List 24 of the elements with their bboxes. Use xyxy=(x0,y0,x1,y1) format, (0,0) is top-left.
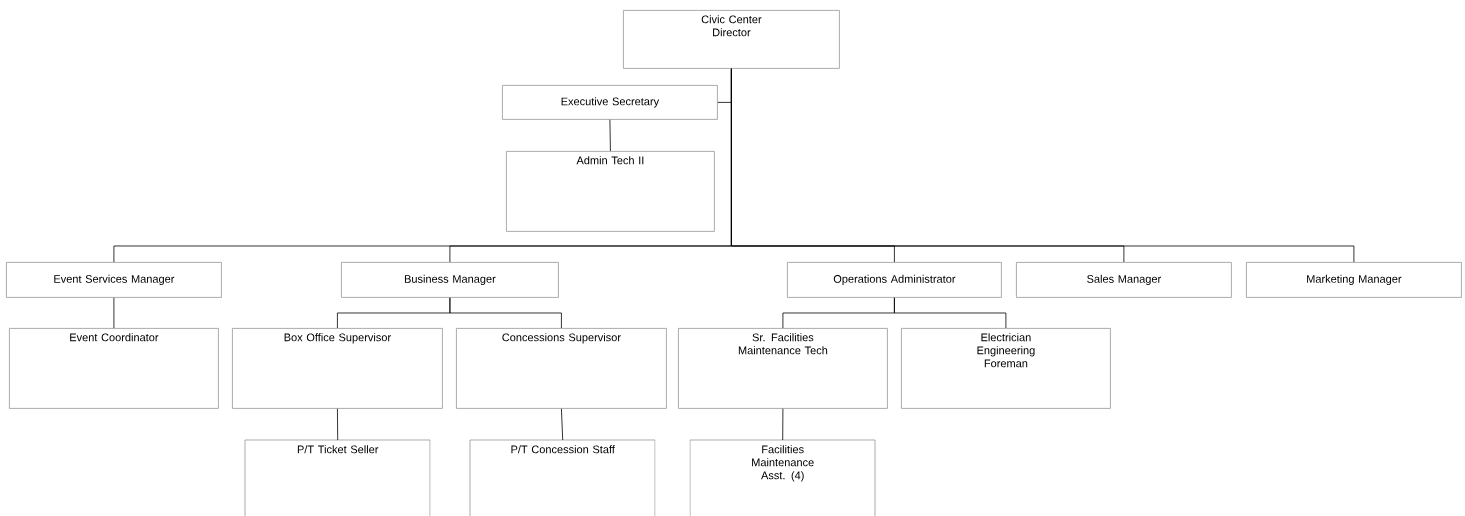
org-box: P/T Concession Staff xyxy=(469,439,656,516)
org-box: Operations Administrator xyxy=(787,262,1002,298)
connector-line xyxy=(731,68,1355,263)
org-box: Marketing Manager xyxy=(1246,262,1462,298)
connector-line xyxy=(609,119,611,152)
org-box: Concessions Supervisor xyxy=(456,328,667,409)
connector-line xyxy=(337,408,339,441)
org-box: Sales Manager xyxy=(1016,262,1232,298)
org-box: Facilities Maintenance Asst. (4) xyxy=(689,439,876,516)
org-box: Executive Secretary xyxy=(502,85,718,120)
org-box: Event Coordinator xyxy=(9,328,219,409)
connector-line xyxy=(894,297,1007,329)
org-box: Admin Tech II xyxy=(506,151,715,232)
org-box: Box Office Supervisor xyxy=(232,328,443,409)
org-box: P/T Ticket Seller xyxy=(244,439,431,516)
org-box: Sr. Facilities Maintenance Tech xyxy=(678,328,888,409)
connector-line xyxy=(561,408,564,441)
org-box: Event Services Manager xyxy=(6,262,222,298)
connector-line xyxy=(449,297,562,329)
connector-line xyxy=(113,297,115,329)
org-box: Electrician Engineering Foreman xyxy=(901,328,1111,409)
org-box: Civic Center Director xyxy=(623,10,840,69)
org-box: Business Manager xyxy=(341,262,559,298)
connector-line xyxy=(782,408,784,441)
